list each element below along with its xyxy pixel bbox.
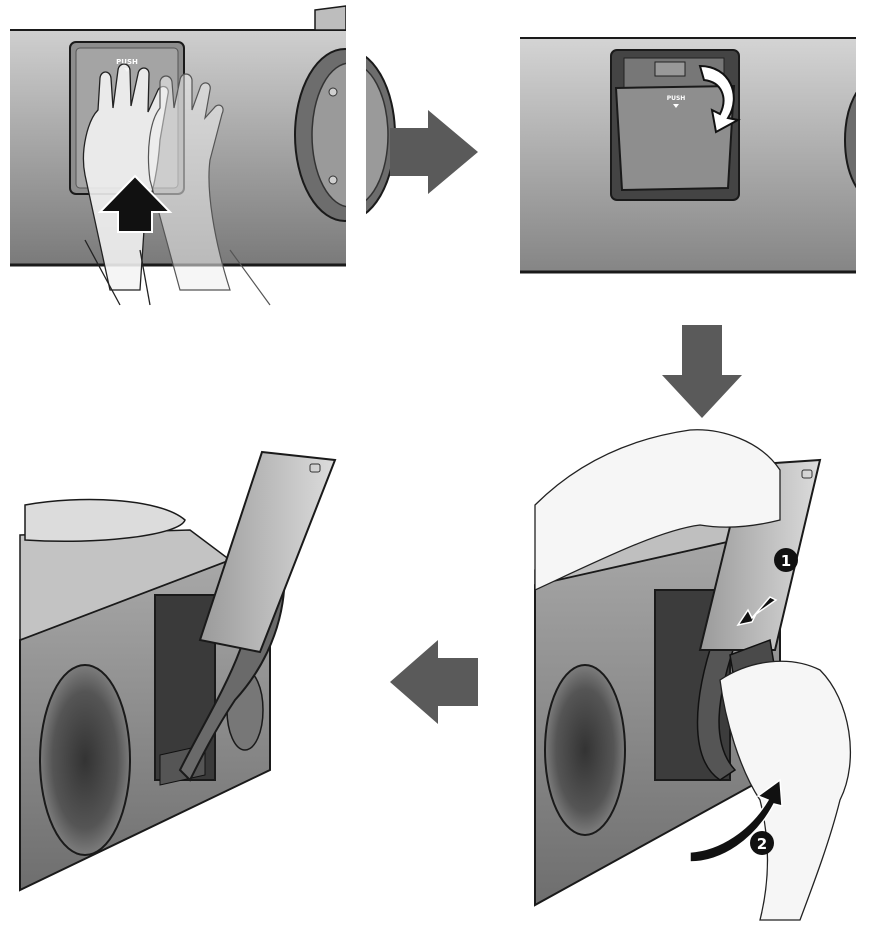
push-label: PUSH [667, 95, 686, 102]
speaker [544, 664, 626, 836]
top-dome [24, 498, 186, 543]
svg-text:1: 1 [781, 552, 791, 570]
compartment-lid [614, 84, 736, 192]
svg-text:2: 2 [757, 835, 767, 853]
arrow-up-icon [97, 174, 173, 233]
panel-step3: 1 2 [534, 429, 851, 921]
step-marker-2: 2 [750, 831, 774, 855]
arrow-down-icon [662, 325, 742, 418]
curved-arrow-icon [698, 64, 741, 134]
arrow-right-icon [390, 110, 478, 194]
hand-pulling-tab [719, 660, 851, 921]
remote-control [198, 450, 337, 654]
step-marker-1: 1 [774, 548, 798, 572]
arrow-left-down-icon [736, 596, 778, 627]
push-label: PUSH [116, 58, 138, 66]
panel-step4 [19, 450, 337, 892]
hand-holding-remote [534, 429, 781, 592]
curved-arrow-icon [689, 778, 783, 863]
arrow-left-icon [390, 640, 478, 724]
remote-control [698, 458, 822, 651]
panel-step2: PUSH [520, 30, 893, 290]
hand-ghost [147, 73, 231, 291]
speaker [39, 664, 131, 856]
speaker-ring [294, 48, 396, 222]
panel-step1: PUSH [10, 0, 396, 306]
